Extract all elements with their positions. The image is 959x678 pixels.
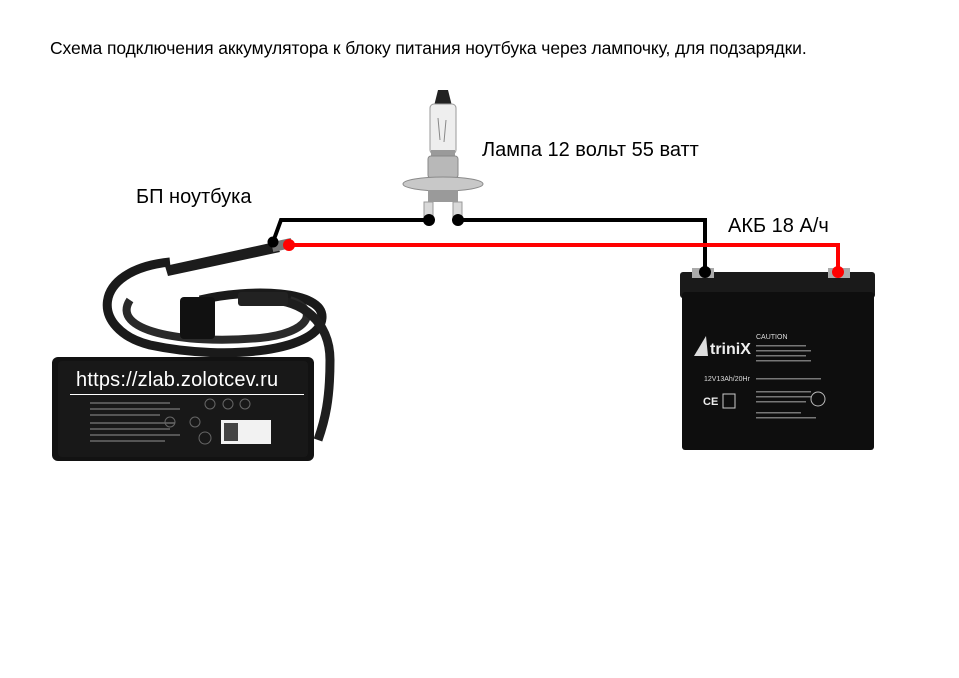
diagram-title: Схема подключения аккумулятора к блоку п… xyxy=(50,38,807,58)
battery-label: АКБ 18 А/ч xyxy=(728,215,829,237)
battery-caution: CAUTION xyxy=(756,334,788,341)
battery-body xyxy=(682,292,874,450)
trinix-logo-icon xyxy=(694,336,708,356)
battery-model: 12V13Ah/20Hr xyxy=(704,376,751,383)
battery-image: triniX 12V13Ah/20Hr CAUTION CE xyxy=(680,268,875,450)
recycle-icon xyxy=(810,391,826,407)
watermark-url: https://zlab.zolotcev.ru xyxy=(76,369,279,391)
laptop-power-supply-image xyxy=(52,238,335,461)
ce-mark-icon: CE xyxy=(703,396,718,408)
watermark-underline xyxy=(70,394,304,395)
battery-brand: triniX xyxy=(710,341,751,358)
halogen-lamp-image xyxy=(402,90,484,219)
lamp-label: Лампа 12 вольт 55 ватт xyxy=(482,139,699,161)
positive-wire xyxy=(283,239,844,278)
psu-label: БП ноутбука xyxy=(136,186,252,208)
negative-wire xyxy=(267,214,711,278)
cable-strap xyxy=(180,297,215,339)
